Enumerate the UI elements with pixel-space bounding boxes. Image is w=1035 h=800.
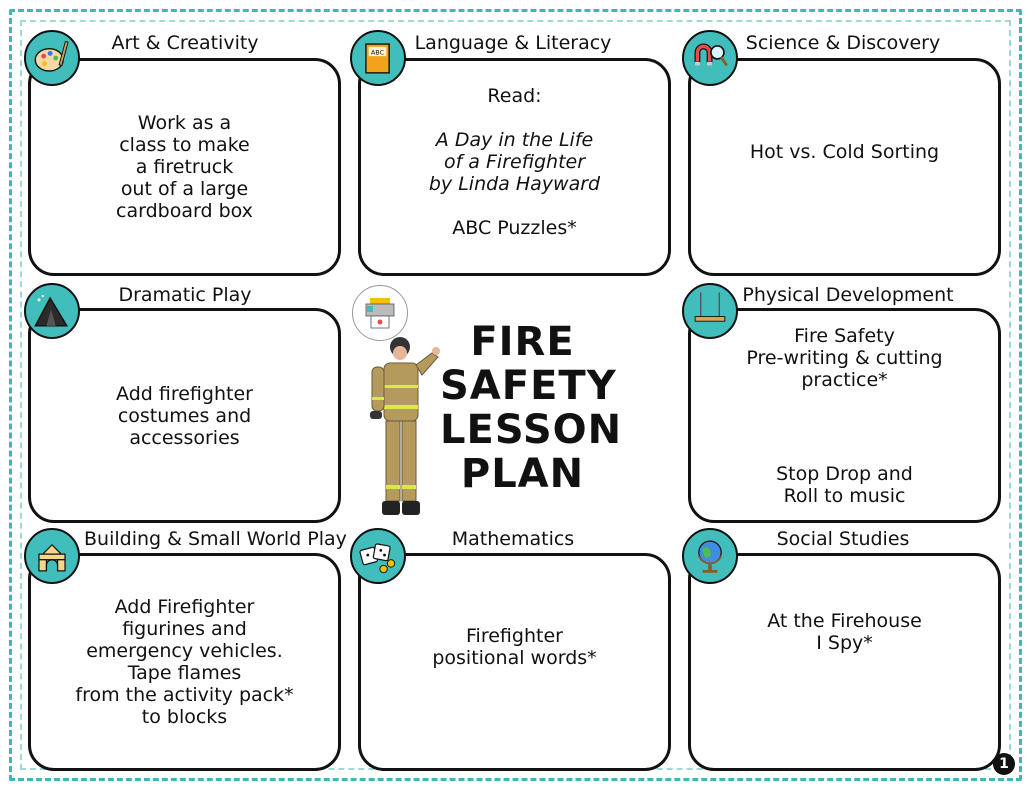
theater-tent-icon [24, 283, 80, 339]
science-card: Hot vs. Cold Sorting [688, 58, 1001, 276]
language-book-title: A Day in the Life of a Firefighter by Li… [428, 129, 601, 195]
social-card: At the Firehouse I Spy* [688, 553, 1001, 771]
title-line-2: SAFETY [440, 363, 617, 409]
page-border [9, 9, 1022, 781]
svg-text:ABC: ABC [371, 48, 385, 56]
globe-icon [682, 528, 738, 584]
building-card: Add Firefighter figurines and emergency … [28, 553, 341, 771]
magnet-magnifier-icon [682, 30, 738, 86]
physical-card: Fire Safety Pre-writing & cutting practi… [688, 308, 1001, 523]
title-line-1: FIRE [470, 319, 575, 365]
science-text: Hot vs. Cold Sorting [749, 141, 940, 163]
physical-title: Physical Development [742, 284, 954, 306]
title-line-3: LESSON [440, 407, 623, 453]
art-card: Work as a class to make a firetruck out … [28, 58, 341, 276]
art-text: Work as a class to make a firetruck out … [116, 112, 253, 222]
science-title: Science & Discovery [745, 32, 941, 54]
art-title: Art & Creativity [111, 32, 259, 54]
abc-book-icon: ABC [350, 30, 406, 86]
language-puzzles: ABC Puzzles* [452, 217, 577, 239]
swing-icon [682, 283, 738, 339]
social-title: Social Studies [776, 528, 910, 550]
physical-text-2: Stop Drop and Roll to music [776, 462, 913, 507]
page-number: 1 [993, 753, 1015, 775]
title-line-4: PLAN [460, 451, 585, 497]
language-card: Read: A Day in the Life of a Firefighter… [358, 58, 671, 276]
lesson-plan-title: FIRE SAFETY LESSON PLAN [440, 319, 623, 497]
language-read: Read: [487, 85, 542, 107]
building-title: Building & Small World Play [84, 528, 347, 550]
math-text: Firefighter positional words* [432, 625, 597, 669]
physical-text-1: Fire Safety Pre-writing & cutting practi… [746, 324, 943, 391]
palette-icon [24, 30, 80, 86]
language-content: Read: A Day in the Life of a Firefighter… [429, 63, 600, 261]
brand-logo [352, 285, 408, 341]
blocks-icon [24, 528, 80, 584]
firefighter-image [358, 335, 450, 520]
math-title: Mathematics [451, 528, 575, 550]
physical-content: Fire Safety Pre-writing & cutting practi… [746, 303, 942, 529]
math-card: Firefighter positional words* [358, 553, 671, 771]
building-text: Add Firefighter figurines and emergency … [75, 596, 294, 728]
dramatic-text: Add firefighter costumes and accessories [116, 382, 253, 449]
dramatic-card: Add firefighter costumes and accessories [28, 308, 341, 523]
language-title: Language & Literacy [414, 32, 612, 54]
dramatic-title: Dramatic Play [118, 284, 252, 306]
social-text: At the Firehouse I Spy* [767, 610, 922, 654]
dice-icon [350, 528, 406, 584]
